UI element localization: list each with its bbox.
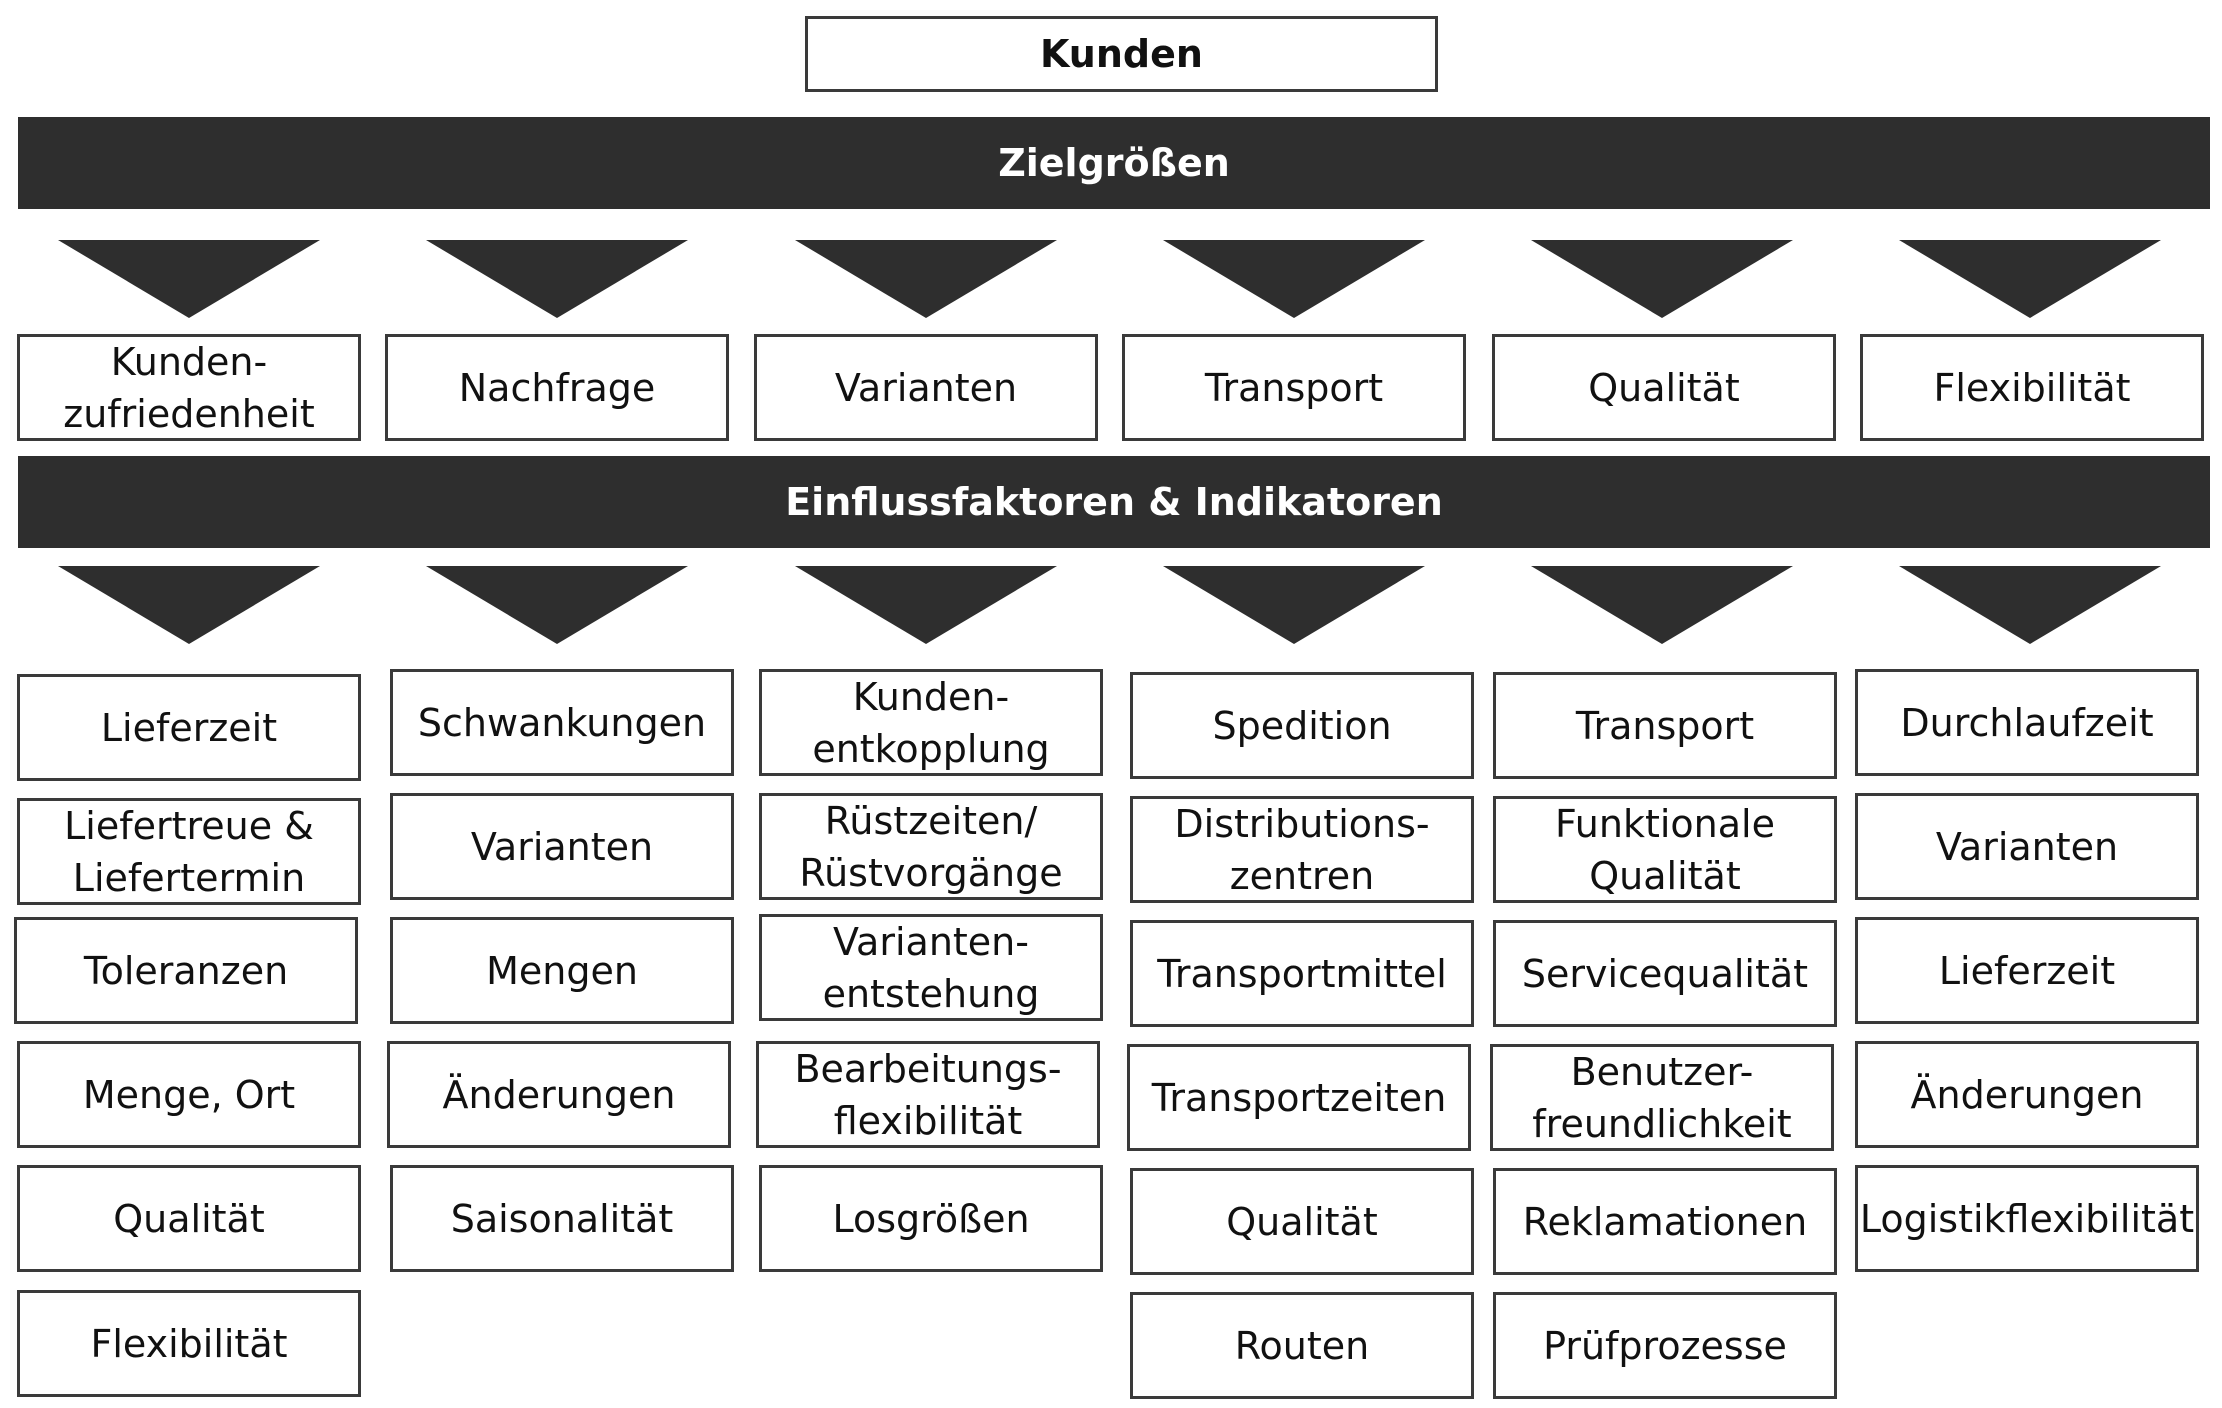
down-arrow-icon xyxy=(1531,240,1793,318)
factor-box: Rüstzeiten/ Rüstvorgänge xyxy=(759,793,1103,900)
factor-box: Transportmittel xyxy=(1130,920,1474,1027)
down-arrow-icon xyxy=(58,566,320,644)
category-quality: Qualität xyxy=(1492,334,1836,441)
factor-box: Bearbeitungs- flexibilität xyxy=(756,1041,1100,1148)
factor-box: Kunden- entkopplung xyxy=(759,669,1103,776)
factor-box: Routen xyxy=(1130,1292,1474,1399)
factor-box: Lieferzeit xyxy=(17,674,361,781)
factor-box: Logistikflexibilität xyxy=(1855,1165,2199,1272)
down-arrow-icon xyxy=(426,566,688,644)
customer-box: Kunden xyxy=(805,16,1438,92)
target-variables-bar: Zielgrößen xyxy=(18,117,2210,209)
down-arrow-icon xyxy=(795,240,1057,318)
factor-box: Benutzer- freundlichkeit xyxy=(1490,1044,1834,1151)
category-flexibility: Flexibilität xyxy=(1860,334,2204,441)
down-arrow-icon xyxy=(1899,240,2161,318)
factor-box: Distributions- zentren xyxy=(1130,796,1474,903)
down-arrow-icon xyxy=(795,566,1057,644)
influence-factors-bar: Einflussfaktoren & Indikatoren xyxy=(18,456,2210,548)
down-arrow-icon xyxy=(426,240,688,318)
factor-box: Prüfprozesse xyxy=(1493,1292,1837,1399)
factor-box: Liefertreue & Liefertermin xyxy=(17,798,361,905)
factor-box: Menge, Ort xyxy=(17,1041,361,1148)
category-customer-satisfaction: Kunden- zufriedenheit xyxy=(17,334,361,441)
factor-box: Spedition xyxy=(1130,672,1474,779)
factor-box: Änderungen xyxy=(387,1041,731,1148)
factor-box: Flexibilität xyxy=(17,1290,361,1397)
factor-box: Durchlaufzeit xyxy=(1855,669,2199,776)
factor-box: Qualität xyxy=(17,1165,361,1272)
factor-box: Funktionale Qualität xyxy=(1493,796,1837,903)
factor-box: Saisonalität xyxy=(390,1165,734,1272)
factor-box: Servicequalität xyxy=(1493,920,1837,1027)
down-arrow-icon xyxy=(1531,566,1793,644)
down-arrow-icon xyxy=(1163,240,1425,318)
down-arrow-icon xyxy=(58,240,320,318)
category-transport: Transport xyxy=(1122,334,1466,441)
factor-box: Losgrößen xyxy=(759,1165,1103,1272)
factor-box: Mengen xyxy=(390,917,734,1024)
factor-box: Varianten xyxy=(1855,793,2199,900)
factor-box: Transportzeiten xyxy=(1127,1044,1471,1151)
factor-box: Varianten- entstehung xyxy=(759,914,1103,1021)
factor-box: Varianten xyxy=(390,793,734,900)
factor-box: Qualität xyxy=(1130,1168,1474,1275)
factor-box: Transport xyxy=(1493,672,1837,779)
factor-box: Schwankungen xyxy=(390,669,734,776)
down-arrow-icon xyxy=(1163,566,1425,644)
category-demand: Nachfrage xyxy=(385,334,729,441)
factor-box: Lieferzeit xyxy=(1855,917,2199,1024)
down-arrow-icon xyxy=(1899,566,2161,644)
factor-box: Toleranzen xyxy=(14,917,358,1024)
factor-box: Änderungen xyxy=(1855,1041,2199,1148)
factor-box: Reklamationen xyxy=(1493,1168,1837,1275)
category-variants: Varianten xyxy=(754,334,1098,441)
